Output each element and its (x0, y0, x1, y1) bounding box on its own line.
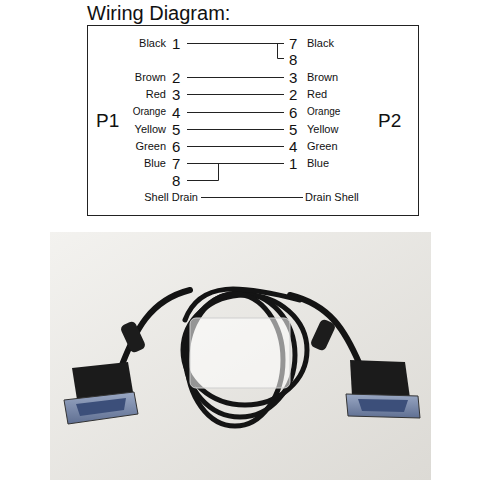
db9-connector-left (64, 362, 138, 424)
pin-number: 2 (289, 87, 297, 102)
pin-number: 5 (172, 122, 180, 137)
cable (120, 289, 360, 426)
wire-color: Yellow (307, 124, 338, 135)
wire-color: Red (307, 89, 327, 100)
wire-color: Orange (133, 107, 166, 117)
wire-color: Brown (307, 72, 338, 83)
ferrite-beads (119, 318, 336, 354)
pin-number: 8 (289, 52, 297, 67)
connector-name: P2 (378, 111, 401, 130)
pin-number: 1 (289, 156, 297, 171)
wire-color: Green (135, 141, 166, 152)
wire-color: Green (307, 141, 338, 152)
wire-color: Yellow (135, 124, 166, 135)
shell-label: Shell Drain (144, 192, 198, 203)
pin-number: 7 (172, 156, 180, 171)
wire-color: Blue (144, 158, 166, 169)
pin-number: 1 (172, 36, 180, 51)
photo-background (50, 232, 431, 480)
wire-color: Brown (135, 72, 166, 83)
shell-label: Drain Shell (305, 192, 359, 203)
tape (190, 318, 290, 388)
pin-number: 4 (289, 139, 297, 154)
wire-color: Red (146, 89, 166, 100)
pin-number: 6 (172, 139, 180, 154)
diagram-title: Wiring Diagram: (87, 3, 230, 23)
connector-name: P1 (96, 111, 119, 130)
pin-number: 5 (289, 122, 297, 137)
wire-color: Orange (307, 107, 340, 117)
wire-color: Black (139, 38, 166, 49)
wires (187, 44, 303, 198)
pin-number: 8 (172, 173, 180, 188)
pin-number: 3 (172, 87, 180, 102)
pin-number: 2 (172, 70, 180, 85)
pin-number: 4 (172, 105, 180, 120)
diagram-frame (88, 26, 419, 216)
db9-connector-right (346, 360, 420, 418)
pin-number: 3 (289, 70, 297, 85)
wire-color: Blue (307, 158, 329, 169)
wire-color: Black (307, 38, 334, 49)
pin-number: 7 (289, 36, 297, 51)
pin-number: 6 (289, 105, 297, 120)
